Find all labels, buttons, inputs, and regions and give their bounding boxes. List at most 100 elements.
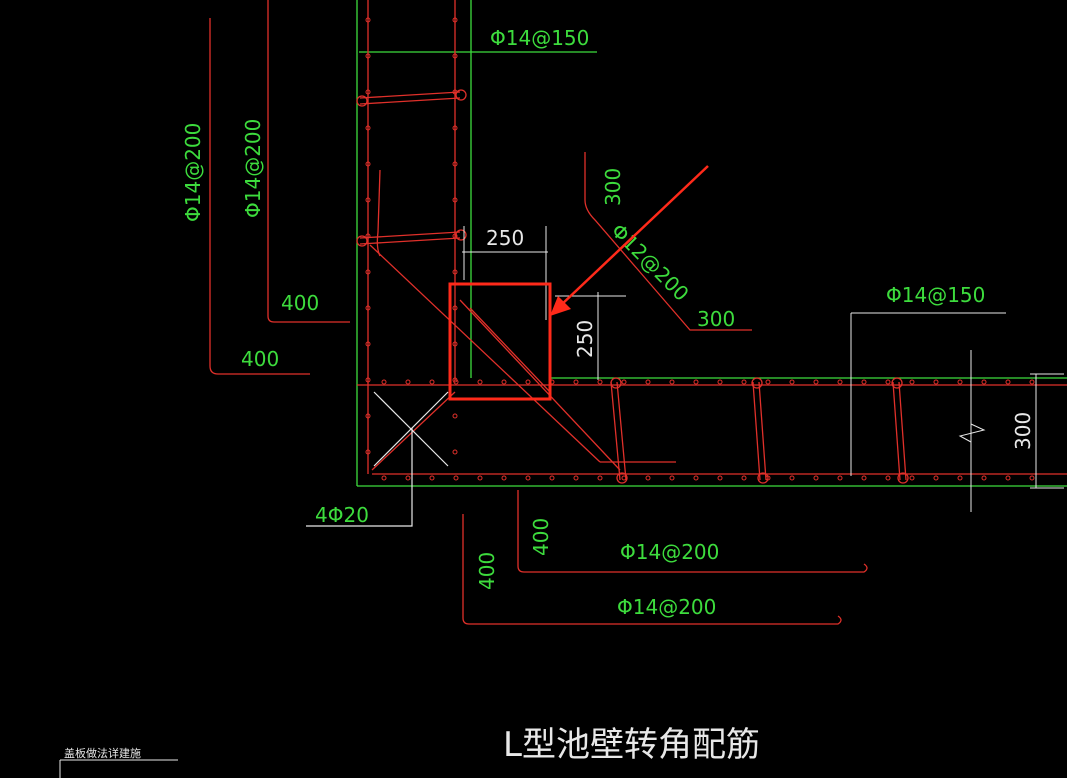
rebar-section-dot bbox=[429, 475, 435, 481]
label-left-outer-vertical: Φ14@200 bbox=[181, 123, 205, 222]
label-corner-rebar: 4Φ20 bbox=[315, 503, 369, 527]
highlight-arrow-shaft bbox=[559, 165, 709, 307]
rebar-section-dot bbox=[1005, 475, 1011, 481]
label-left-inner-vertical: Φ14@200 bbox=[241, 119, 265, 218]
rebar-section-dot bbox=[837, 379, 843, 385]
dimension-labels: 250 250 300 bbox=[486, 226, 1035, 450]
rebar-section-dot bbox=[813, 475, 819, 481]
rebar-section-dot bbox=[501, 475, 507, 481]
rebar-section-dot bbox=[452, 161, 458, 167]
rebar-section-dot bbox=[429, 379, 435, 385]
rebar-section-dot bbox=[933, 475, 939, 481]
label-top-horizontal-bar: Φ14@150 bbox=[490, 26, 589, 50]
rebar-section-dot bbox=[765, 379, 771, 385]
highlight-annotation bbox=[448, 165, 709, 401]
rebar-section-dot bbox=[573, 475, 579, 481]
dim-haunch-width: 250 bbox=[486, 226, 524, 250]
rebar-section-dot bbox=[789, 475, 795, 481]
rebar-section-dot bbox=[525, 475, 531, 481]
rebar-section-dot bbox=[365, 17, 371, 23]
rebar-section-dot bbox=[477, 379, 483, 385]
rebar-section-dot bbox=[365, 53, 371, 59]
rebar-section-dot bbox=[765, 475, 771, 481]
dimension-lines bbox=[462, 226, 1064, 512]
rebar-section-dot bbox=[381, 475, 387, 481]
rebar-section-dot bbox=[452, 341, 458, 347]
rebar-section-dot bbox=[813, 379, 819, 385]
rebar-section-dot bbox=[693, 379, 699, 385]
rebar-section-dot bbox=[452, 53, 458, 59]
label-corner-bar-spec: Φ12@200 bbox=[606, 219, 693, 306]
label-bottom-outer-hook-len: 400 bbox=[475, 552, 499, 590]
rebar-section-dot bbox=[741, 379, 747, 385]
rebar-section-dot bbox=[365, 305, 371, 311]
rebar-section-dot bbox=[717, 475, 723, 481]
rebar-section-dot bbox=[981, 379, 987, 385]
highlight-box bbox=[448, 282, 552, 401]
rebar-section-dot bbox=[365, 161, 371, 167]
rebar-section-dot bbox=[645, 475, 651, 481]
rebar-section-dot bbox=[909, 475, 915, 481]
rebar-section-dot bbox=[365, 377, 371, 383]
rebar-section-dot bbox=[453, 379, 459, 385]
rebar-section-dot bbox=[981, 475, 987, 481]
horizontal-slab-rebar bbox=[357, 377, 1067, 625]
rebar-section-dot bbox=[1005, 379, 1011, 385]
rebar-section-dot bbox=[452, 449, 458, 455]
rebar-section-dot bbox=[452, 89, 458, 95]
rebar-section-dot bbox=[365, 233, 371, 239]
rebar-section-dot bbox=[452, 305, 458, 311]
rebar-section-dot bbox=[365, 89, 371, 95]
rebar-section-dot bbox=[909, 379, 915, 385]
title-block: L型池壁转角配筋 盖板做法详建施 bbox=[59, 725, 760, 778]
corner-cross-marker bbox=[306, 391, 449, 527]
label-left-inner-hook-len: 400 bbox=[281, 291, 319, 315]
corner-diagonal-rebar bbox=[369, 152, 752, 471]
label-corner-bar-len-top: 300 bbox=[601, 168, 625, 206]
rebar-section-dot bbox=[365, 125, 371, 131]
highlight-arrow-head bbox=[550, 296, 571, 316]
rebar-section-dot bbox=[381, 379, 387, 385]
rebar-section-dot bbox=[477, 475, 483, 481]
rebar-section-dot bbox=[573, 379, 579, 385]
rebar-section-dot bbox=[365, 197, 371, 203]
rebar-section-dot bbox=[365, 413, 371, 419]
rebar-section-dot bbox=[621, 475, 627, 481]
rebar-section-dot bbox=[452, 17, 458, 23]
rebar-section-dot bbox=[693, 475, 699, 481]
label-corner-bar-len-bottom: 300 bbox=[697, 307, 735, 331]
rebar-section-dot bbox=[861, 379, 867, 385]
rebar-dots bbox=[365, 17, 1035, 481]
label-bottom-outer-bar: Φ14@200 bbox=[617, 595, 716, 619]
rebar-section-dot bbox=[452, 269, 458, 275]
rebar-section-dot bbox=[452, 197, 458, 203]
label-right-horizontal-bar: Φ14@150 bbox=[886, 283, 985, 307]
drawing-title: L型池壁转角配筋 bbox=[503, 725, 760, 765]
rebar-section-dot bbox=[669, 475, 675, 481]
drawing-note: 盖板做法详建施 bbox=[64, 746, 141, 760]
rebar-section-dot bbox=[452, 233, 458, 239]
rebar-section-dot bbox=[741, 475, 747, 481]
rebar-section-dot bbox=[597, 475, 603, 481]
rebar-section-dot bbox=[669, 379, 675, 385]
rebar-section-dot bbox=[957, 379, 963, 385]
rebar-section-dot bbox=[452, 125, 458, 131]
rebar-section-dot bbox=[501, 379, 507, 385]
label-bottom-inner-hook-len: 400 bbox=[529, 518, 553, 556]
label-left-outer-hook-len: 400 bbox=[241, 347, 279, 371]
rebar-section-dot bbox=[365, 269, 371, 275]
rebar-section-dot bbox=[365, 449, 371, 455]
dim-wall-thickness: 300 bbox=[1011, 412, 1035, 450]
rebar-section-dot bbox=[405, 379, 411, 385]
rebar-section-dot bbox=[837, 475, 843, 481]
rebar-section-dot bbox=[885, 475, 891, 481]
rebar-section-dot bbox=[717, 379, 723, 385]
rebar-section-dot bbox=[549, 475, 555, 481]
rebar-section-dot bbox=[1029, 475, 1035, 481]
rebar-section-dot bbox=[957, 475, 963, 481]
rebar-section-dot bbox=[933, 379, 939, 385]
rebar-section-dot bbox=[645, 379, 651, 385]
rebar-section-dot bbox=[405, 475, 411, 481]
label-bottom-inner-bar: Φ14@200 bbox=[620, 540, 719, 564]
